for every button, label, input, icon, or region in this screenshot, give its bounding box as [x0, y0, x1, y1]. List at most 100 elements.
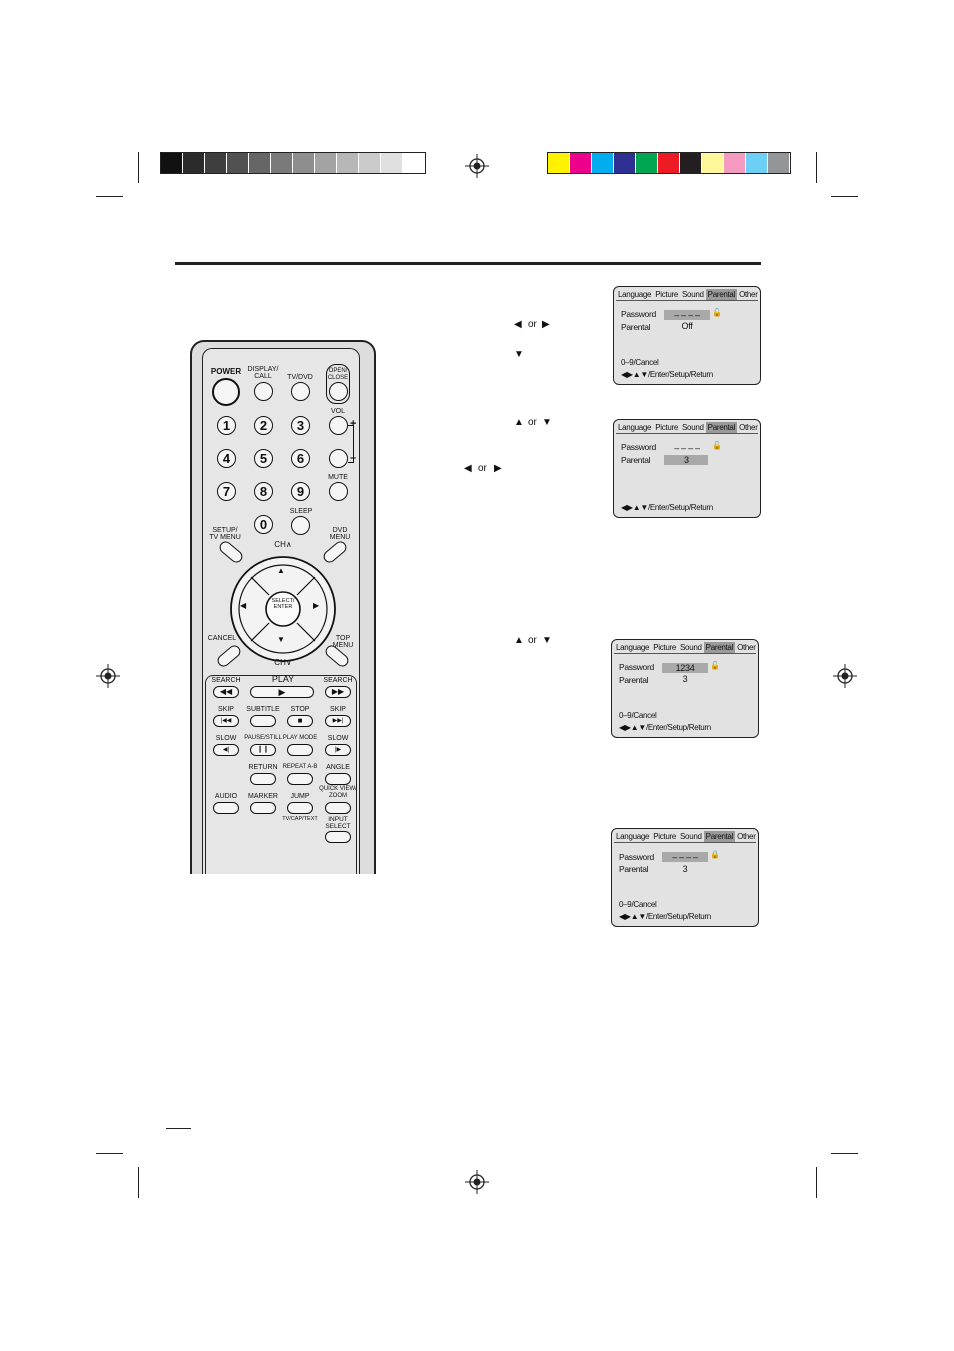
gray-swatch — [337, 153, 359, 173]
tab-parental[interactable]: Parental — [705, 289, 738, 300]
number-1-button[interactable]: 1 — [217, 416, 236, 435]
stop-button[interactable]: ■ — [287, 715, 313, 727]
skip-forward-icon: ▶▶| — [332, 718, 344, 724]
gray-swatch — [183, 153, 205, 173]
slow-back-icon: ◀| — [222, 747, 230, 753]
up-arrow-icon: ▲ — [514, 417, 524, 428]
number-0-button[interactable]: 0 — [254, 515, 273, 534]
parental-value[interactable]: 3 — [682, 864, 688, 874]
input-select-button[interactable] — [325, 831, 351, 843]
marker-button[interactable] — [250, 802, 276, 814]
page-number-rule — [166, 1128, 191, 1129]
skip-forward-button[interactable]: ▶▶| — [325, 715, 351, 727]
pause-still-button[interactable]: ❙❙ — [250, 744, 276, 756]
open-close-button[interactable] — [329, 382, 348, 401]
parental-value[interactable]: Off — [681, 321, 693, 331]
slow-forward-button[interactable]: |▶ — [325, 744, 351, 756]
color-swatch — [658, 153, 680, 173]
tab-language[interactable]: Language — [618, 290, 652, 299]
tab-sound[interactable]: Sound — [680, 643, 702, 652]
tab-sound[interactable]: Sound — [682, 290, 704, 299]
stop-icon: ■ — [297, 716, 303, 725]
skip-back-label: SKIP — [218, 706, 234, 713]
number-3-button[interactable]: 3 — [291, 416, 310, 435]
tab-other[interactable]: Other — [739, 423, 758, 432]
password-field[interactable]: 1234 — [662, 663, 708, 673]
tab-parental[interactable]: Parental — [703, 642, 736, 653]
gray-swatch — [205, 153, 227, 173]
left-arrow-icon[interactable]: ◀ — [240, 601, 247, 610]
tab-picture[interactable]: Picture — [653, 643, 677, 652]
osd-screen-4: Language Picture Sound Parental Other Pa… — [611, 828, 759, 927]
tab-parental[interactable]: Parental — [705, 422, 738, 433]
tab-other[interactable]: Other — [739, 290, 758, 299]
number-5-button[interactable]: 5 — [254, 449, 273, 468]
search-forward-button[interactable]: ▶▶ — [325, 686, 351, 698]
power-button[interactable] — [212, 378, 240, 406]
up-arrow-icon[interactable]: ▲ — [277, 566, 285, 575]
play-mode-button[interactable] — [287, 744, 313, 756]
password-field[interactable]: – – – – — [664, 310, 710, 320]
quick-view-zoom-button[interactable] — [325, 802, 351, 814]
password-field[interactable]: – – – – — [674, 443, 700, 453]
number-6-button[interactable]: 6 — [291, 449, 310, 468]
osd-screen-2: Language Picture Sound Parental Other Pa… — [613, 419, 761, 518]
tab-other[interactable]: Other — [737, 832, 756, 841]
search-back-button[interactable]: ◀◀ — [213, 686, 239, 698]
number-2-button[interactable]: 2 — [254, 416, 273, 435]
help-text: ◀▶▲▼/Enter/Setup/Return — [619, 912, 711, 921]
subtitle-button[interactable] — [250, 715, 276, 727]
display-call-button[interactable] — [254, 382, 273, 401]
tv-cap-text-label: TV/CAP/TEXT — [282, 816, 318, 822]
parental-value[interactable]: 3 — [664, 455, 708, 465]
number-8-button[interactable]: 8 — [254, 482, 273, 501]
setup-tv-menu-label: SETUP/ TV MENU — [209, 527, 241, 541]
play-button[interactable]: ▶ — [250, 686, 314, 698]
tab-language[interactable]: Language — [616, 832, 650, 841]
angle-button[interactable] — [325, 773, 351, 785]
slow-back-button[interactable]: ◀| — [213, 744, 239, 756]
select-enter-button[interactable]: SELECT/ ENTER — [271, 598, 295, 610]
play-mode-label: PLAY MODE — [282, 735, 318, 741]
right-arrow-icon[interactable]: ▶ — [313, 601, 320, 610]
tab-other[interactable]: Other — [737, 643, 756, 652]
color-swatch — [768, 153, 790, 173]
color-swatch — [592, 153, 614, 173]
tab-language[interactable]: Language — [616, 643, 650, 652]
vol-down-button[interactable] — [329, 449, 348, 468]
audio-button[interactable] — [213, 802, 239, 814]
tab-sound[interactable]: Sound — [682, 423, 704, 432]
vol-minus-sign: – — [350, 452, 357, 464]
up-arrow-icon: ▲ — [514, 635, 524, 646]
number-9-button[interactable]: 9 — [291, 482, 310, 501]
sleep-button[interactable] — [291, 516, 310, 535]
tab-sound[interactable]: Sound — [680, 832, 702, 841]
number-7-button[interactable]: 7 — [217, 482, 236, 501]
return-button[interactable] — [250, 773, 276, 785]
parental-label: Parental — [621, 322, 651, 332]
number-4-button[interactable]: 4 — [217, 449, 236, 468]
tab-picture[interactable]: Picture — [655, 290, 679, 299]
jump-button[interactable] — [287, 802, 313, 814]
skip-back-button[interactable]: |◀◀ — [213, 715, 239, 727]
tab-language[interactable]: Language — [618, 423, 652, 432]
down-arrow-icon[interactable]: ▼ — [277, 635, 285, 644]
password-label: Password — [621, 309, 656, 319]
subtitle-label: SUBTITLE — [246, 706, 280, 713]
pause-still-label: PAUSE/STILL — [244, 735, 282, 741]
tab-picture[interactable]: Picture — [655, 423, 679, 432]
crop-mark — [138, 152, 139, 183]
repeat-ab-button[interactable] — [287, 773, 313, 785]
vol-up-button[interactable] — [329, 416, 348, 435]
tab-picture[interactable]: Picture — [653, 832, 677, 841]
cancel-label: CANCEL — [207, 635, 237, 642]
audio-label: AUDIO — [214, 793, 238, 800]
skip-back-icon: |◀◀ — [220, 718, 232, 724]
marker-label: MARKER — [248, 793, 278, 800]
mute-button[interactable] — [329, 482, 348, 501]
tv-dvd-button[interactable] — [291, 382, 310, 401]
parental-value[interactable]: 3 — [682, 674, 688, 684]
tab-parental[interactable]: Parental — [703, 831, 736, 842]
password-field[interactable]: – – – – — [662, 852, 708, 862]
remote-control: POWER DISPLAY/ CALL TV/DVD OPEN/ CLOSE 1… — [190, 340, 378, 874]
